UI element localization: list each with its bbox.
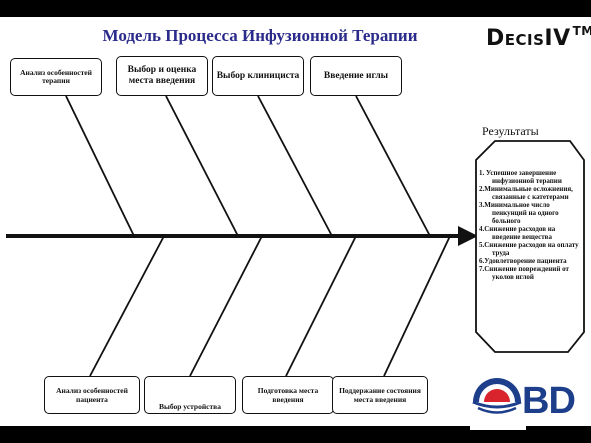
cause-label: Подготовка места введения [257, 386, 319, 404]
cause-label: Введение иглы [323, 70, 389, 81]
results-title: Результаты [482, 124, 539, 138]
result-item: 3.Минимальное число пенкунций на одного … [479, 201, 559, 225]
cause-box-device-selection: Выбор устройства [144, 376, 236, 414]
cause-box-needle-insertion: Введение иглы [310, 56, 402, 96]
result-item: 5.Снижение расходов на оплату труда [479, 241, 579, 257]
cause-label: Анализ особенностей терапии [20, 67, 92, 85]
results-octagon [475, 140, 585, 353]
result-item: 2.Минимальные осложнения, связанные с ка… [479, 185, 573, 201]
cause-label: Анализ особенностей пациента [56, 386, 128, 404]
cause-label: Выбор клиницистa [216, 70, 300, 81]
result-item: 7.Снижение повреждений от уколов иглой [479, 265, 569, 281]
spine-arrowhead [458, 226, 478, 246]
result-item: 1. Успешное завершение инфузионной терап… [479, 169, 562, 185]
bone-top-4 [355, 95, 431, 237]
bone-bottom-3 [285, 235, 357, 377]
page-title: Модель Процесса Инфузионной Терапии [102, 26, 418, 45]
bone-bottom-4 [383, 235, 451, 377]
bd-logo-text: BD [522, 380, 576, 422]
result-item: 4.Снижение расходов на введение вещества [479, 225, 556, 241]
cause-box-site-preparation: Подготовка места введения [242, 376, 334, 414]
brand-trademark: TM [572, 24, 591, 38]
bone-bottom-2 [189, 235, 263, 377]
cause-box-site-selection: Выбор и оценка места введения [116, 56, 208, 96]
bone-bottom-1 [89, 235, 165, 377]
cause-label: Выбор устройства [159, 402, 221, 411]
cause-label: Выбор и оценка места введения [127, 65, 197, 86]
brand-name: DecisIV [486, 26, 571, 51]
bone-top-1 [65, 95, 135, 237]
bone-top-3 [257, 95, 333, 237]
bd-logo-icon [470, 378, 526, 430]
cause-box-clinician-selection: Выбор клиницистa [212, 56, 304, 96]
cause-box-therapy-analysis: Анализ особенностей терапии [10, 58, 102, 96]
result-item: 6.Удовлетворение пациента [479, 257, 567, 265]
cause-box-site-maintenance: Поддержание состояния места введения [332, 376, 428, 414]
bone-top-2 [165, 95, 239, 237]
results-list: 1. Успешное завершение инфузионной терап… [479, 169, 579, 281]
cause-label: Поддержание состояния места введения [339, 386, 421, 404]
cause-box-patient-analysis: Анализ особенностей пациента [44, 376, 140, 414]
